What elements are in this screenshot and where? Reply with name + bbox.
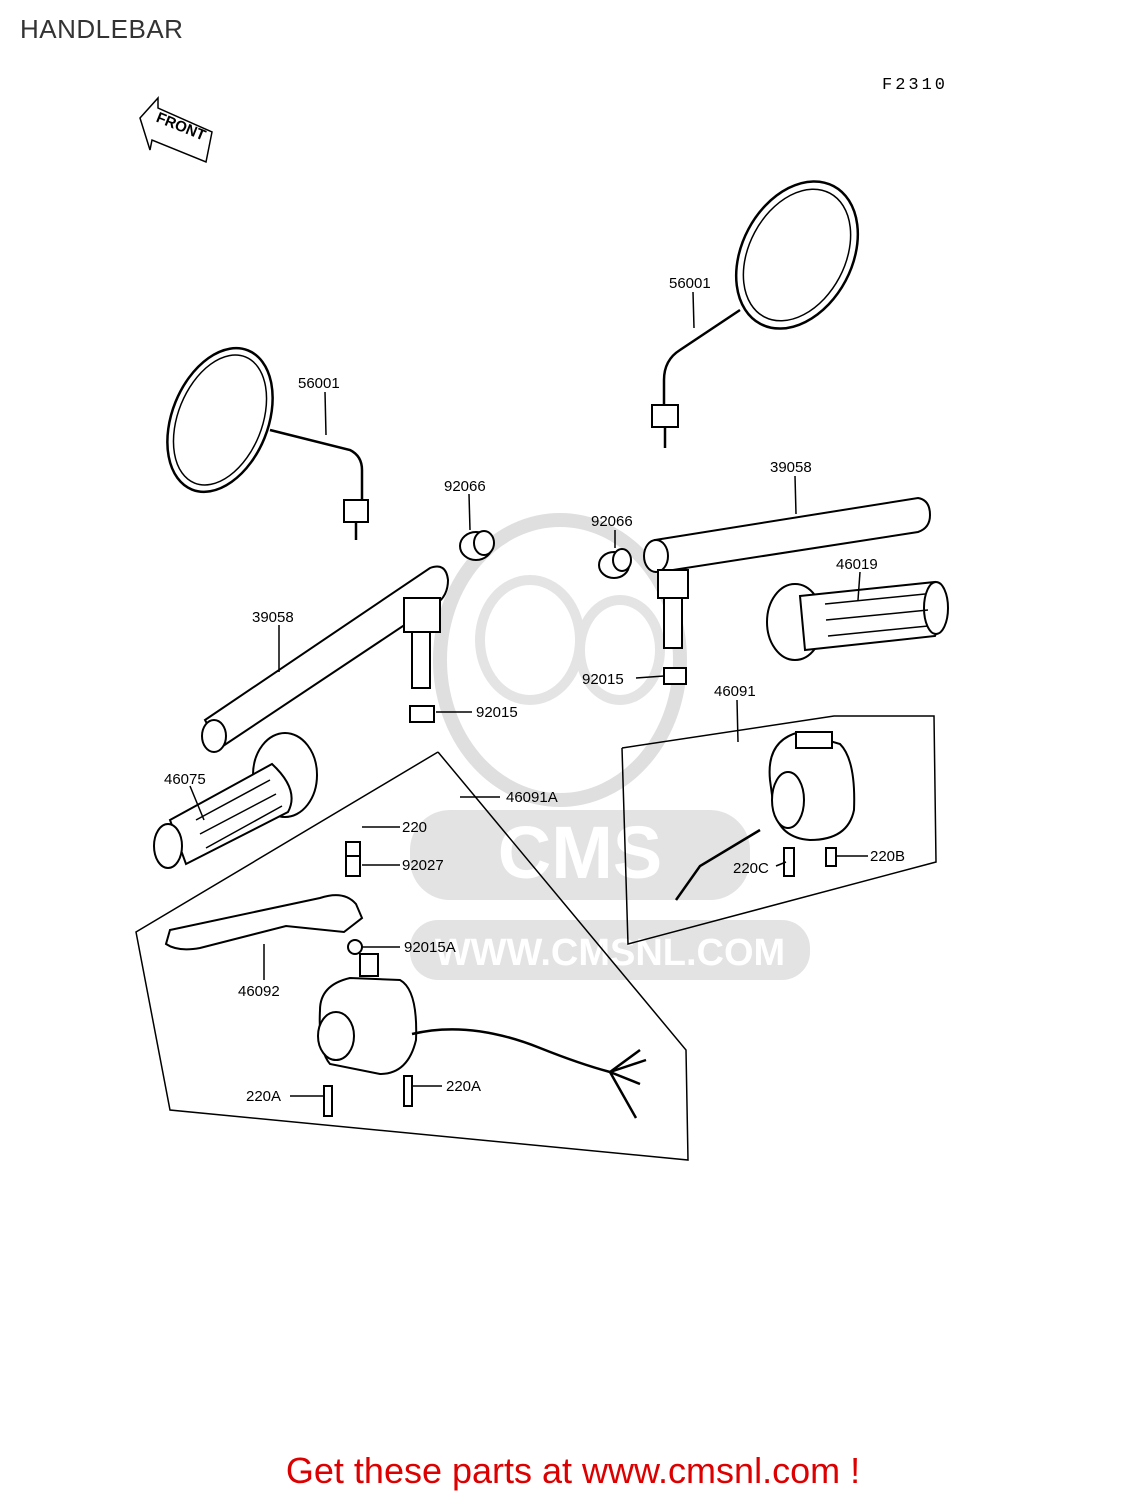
handlebar-right (643, 496, 932, 649)
label-cap-right: 92066 (591, 513, 633, 530)
mirror-left (166, 346, 369, 540)
label-bolt-220a-right: 220A (446, 1078, 481, 1095)
label-mirror-left: 56001 (298, 375, 340, 392)
label-nut-92015a: 92015A (404, 939, 456, 956)
switch-left-box (135, 751, 689, 1161)
label-bolt-220: 220 (402, 819, 427, 836)
label-switch-right: 46091 (714, 683, 756, 700)
label-handlebar-left: 39058 (252, 609, 294, 626)
nut-left (409, 705, 435, 723)
label-collar: 92027 (402, 857, 444, 874)
label-bolt-220c: 220C (733, 860, 769, 877)
mirror-right (651, 180, 860, 448)
switch-right-box (621, 715, 937, 945)
label-nut-right: 92015 (582, 671, 624, 688)
grip-left (153, 732, 318, 869)
front-arrow-label: FRONT (154, 109, 208, 144)
cap-right (598, 548, 632, 579)
figure-code: F2310 (882, 76, 949, 95)
label-bolt-220a-left: 220A (246, 1088, 281, 1105)
handlebar-left (201, 565, 450, 753)
label-handlebar-right: 39058 (770, 459, 812, 476)
cap-left (459, 530, 495, 561)
watermark: CMS WWW.CMSNL.COM (410, 513, 810, 980)
front-arrow-icon: FRONT (139, 96, 213, 164)
label-grip-right: 46019 (836, 556, 878, 573)
label-mirror-right: 56001 (669, 275, 711, 292)
label-switch-left: 46091A (506, 789, 558, 806)
cta-link[interactable]: Get these parts at www.cmsnl.com ! (285, 1450, 861, 1491)
handlebar-exploded-diagram: CMS WWW.CMSNL.COM FRONT (135, 96, 949, 1161)
label-lever: 46092 (238, 983, 280, 1000)
page-title: HANDLEBAR (20, 14, 184, 44)
watermark-url: WWW.CMSNL.COM (435, 932, 785, 974)
grip-right (766, 580, 949, 661)
label-nut-left: 92015 (476, 704, 518, 721)
label-grip-left: 46075 (164, 771, 206, 788)
nut-right (663, 667, 687, 685)
label-cap-left: 92066 (444, 478, 486, 495)
leader-lines (189, 291, 868, 1097)
label-bolt-220b: 220B (870, 848, 905, 865)
watermark-brand: CMS (498, 811, 662, 894)
